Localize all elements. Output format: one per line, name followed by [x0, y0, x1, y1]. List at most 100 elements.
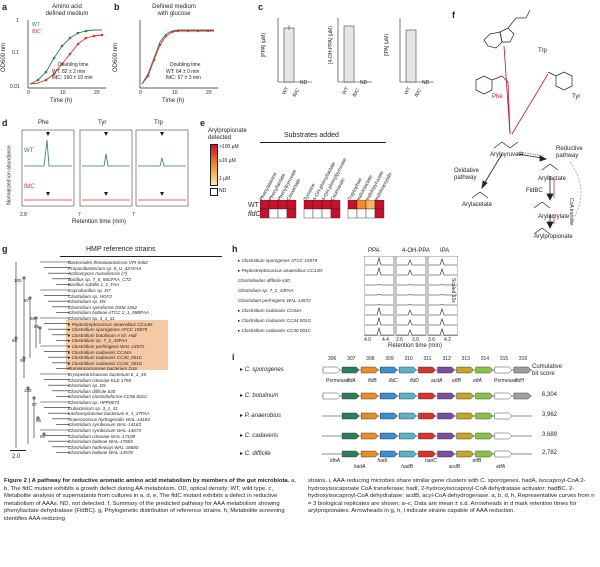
h-col-ppa: PPA — [368, 248, 380, 254]
i-gene-arrow — [456, 366, 475, 374]
d-col-phe: Phe — [38, 120, 49, 126]
i-gene-name-top: fldC — [389, 378, 398, 384]
h-trace — [397, 319, 425, 326]
i-gene-number: 308 — [366, 356, 375, 362]
h-xtick-2: 4.4 — [382, 337, 389, 343]
i-gene-arrow — [360, 412, 379, 420]
f-label-fldbc: FldBC — [526, 188, 543, 194]
h-strain-name: Clostridium cadavaris CC44 001G — [241, 318, 312, 323]
f-label-arylpropionate: Arylpropionate — [534, 234, 573, 240]
i-score-header: Cumulative bit score — [532, 364, 563, 377]
i-gene-name-top: fldB — [368, 378, 377, 384]
i-gene-number: 306 — [328, 356, 337, 362]
g-strain-row: ▸ Clostridium cadavaris CC44_001G — [68, 361, 142, 366]
i-gene-name-top: acdA — [431, 378, 443, 384]
h-trace — [365, 284, 393, 286]
e-heatmap — [260, 200, 385, 219]
g-strain-name: Clostridium symbiosum WAL-14673 — [68, 428, 141, 433]
h-xtick-1: 4.0 — [364, 337, 371, 343]
h-col-ipa: IPA — [440, 248, 450, 254]
i-gene-name-bottom: etfB — [472, 458, 482, 464]
caption-left-column: Figure 2 | A pathway for reductive aroma… — [4, 478, 300, 524]
h-strain-row: Clostridium sp. 7_2_43FAA — [238, 288, 294, 293]
a-dt-wt: WT: 82 ± 2 min — [52, 69, 86, 75]
i-gene-arrow — [380, 412, 398, 420]
g-strain-name: Clostridium cadavaris CC44_001G — [71, 360, 143, 366]
i-gene-number: 311 — [423, 356, 432, 362]
d-legend-mut: fldC — [24, 184, 35, 190]
h-strain-row: Clostridioides difficile 630 — [238, 278, 290, 283]
b-xtick-20: 20 — [206, 90, 212, 96]
g-bootstrap-value: 68 — [30, 316, 36, 321]
g-strain-name: Erysipelotrichaceae bacterium 6_1_45 — [68, 372, 147, 377]
caption-left-body: a, b, The fldC mutant exhibits a growth … — [4, 478, 296, 522]
i-gene-arrow — [475, 366, 494, 374]
g-strain-name: Clostridium spiroforme DSM 1552 — [68, 304, 137, 310]
i-gene-arrow — [475, 392, 494, 400]
panel-letter-e: e — [200, 118, 206, 128]
h-strain-row: ▸ Clostridium sporogenes ATCC 15579 — [238, 258, 317, 263]
g-strain-name: Clostridium sp. HGF2 — [68, 293, 112, 299]
g-strain-name: Clostridium sp. D5 — [68, 383, 106, 389]
panel-letter-f: f — [452, 10, 455, 20]
a-xlabel: Time (h) — [50, 98, 73, 104]
g-strain-name: Clostridium perfringens WAL-14572 — [71, 344, 145, 349]
i-gene-number: 310 — [404, 356, 413, 362]
i-gene-arrow — [418, 392, 436, 400]
f-pathway-diagram — [471, 9, 582, 235]
i-gene-name-top: Permease — [326, 378, 349, 384]
g-strain-name: Clostridium bolteae WAL-17855 — [68, 439, 133, 445]
i-organism-name: C. cadaveris — [244, 433, 279, 439]
i-organism-name: C. difficile — [244, 451, 271, 457]
i-organism-name: C. sporogenes — [244, 367, 284, 373]
g-strain-name: Clostridium cadavaris CC40_001C — [71, 355, 143, 361]
h-trace — [365, 306, 393, 316]
i-gene-arrow — [341, 412, 360, 420]
g-strain-name: Clostridium hathewayi WAL-18680 — [68, 444, 139, 450]
g-strain-row: Clostridium sp. D5 — [68, 299, 106, 304]
i-gene-arrow — [360, 366, 379, 374]
c-ylabel-ipa: [IPA] (µM) — [384, 33, 391, 57]
panel-f: f — [452, 2, 598, 242]
a-ytick-2: 0.1 — [12, 50, 19, 56]
g-bootstrap-value: 86 — [40, 434, 46, 439]
c-cat-mut-2: fldC — [351, 87, 362, 99]
a-mut-curve — [29, 34, 103, 85]
g-strain-row: Clostridium symbiosum WAL-14163 — [68, 422, 141, 427]
i-gene-name-bottom: hadA — [353, 464, 366, 470]
i-gene-arrow — [380, 392, 398, 400]
g-strain-name: Clostridium cadavaris CC44A — [71, 349, 132, 355]
g-strain-row: Clostridium sp. HPP0074 — [68, 400, 119, 405]
i-score-value: 3,689 — [542, 432, 558, 438]
g-bootstrap-value: 85 — [34, 324, 40, 329]
e-header: Substrates added — [284, 132, 339, 139]
g-bootstrap-value: 85 — [36, 418, 42, 423]
i-gene-arrow — [437, 412, 455, 420]
g-strain-name: Clostridium sp. HPP0074 — [68, 400, 120, 405]
a-wt-curve — [29, 29, 102, 85]
h-arrowhead-icon: ▸ — [238, 328, 242, 333]
g-strain-name: Clostridium sp. 7_2_43FAA — [71, 338, 128, 344]
i-gene-arrow — [418, 412, 436, 420]
panel-letter-a: a — [2, 2, 8, 12]
i-gene-arrow — [399, 392, 417, 400]
g-strain-row: Bacillus subtilis 1_1_FAA — [68, 282, 119, 287]
h-trace — [429, 268, 457, 276]
i-gene-arrow — [418, 432, 436, 440]
panel-a-title: Amino acid defined medium — [45, 4, 89, 17]
g-strain-row: Eubacterium sp. 3_1_31 — [68, 406, 118, 411]
i-organism-row: ▸ C. cadaveris — [240, 432, 278, 439]
g-strain-row: Anaerococcus hydrogenalis WAL-14163 — [68, 417, 150, 422]
g-strain-row: Erysipelotrichaceae bacterium 6_1_45 — [68, 372, 146, 377]
h-strain-row: ▸ Clostridium cadavaris CC40 001C — [238, 328, 311, 333]
i-gene-arrow — [494, 366, 513, 374]
g-strain-row: ▸ Peptostreptococcus anaerobius CC14N — [68, 322, 152, 327]
panel-b: b Defined medium with glucose OD600 nm 0… — [113, 2, 222, 110]
f-label-arylacetate: Arylacetate — [462, 202, 493, 208]
i-gene-arrow — [341, 392, 360, 400]
d-chromatograms — [21, 129, 189, 207]
i-gene-number: 315 — [499, 356, 509, 362]
